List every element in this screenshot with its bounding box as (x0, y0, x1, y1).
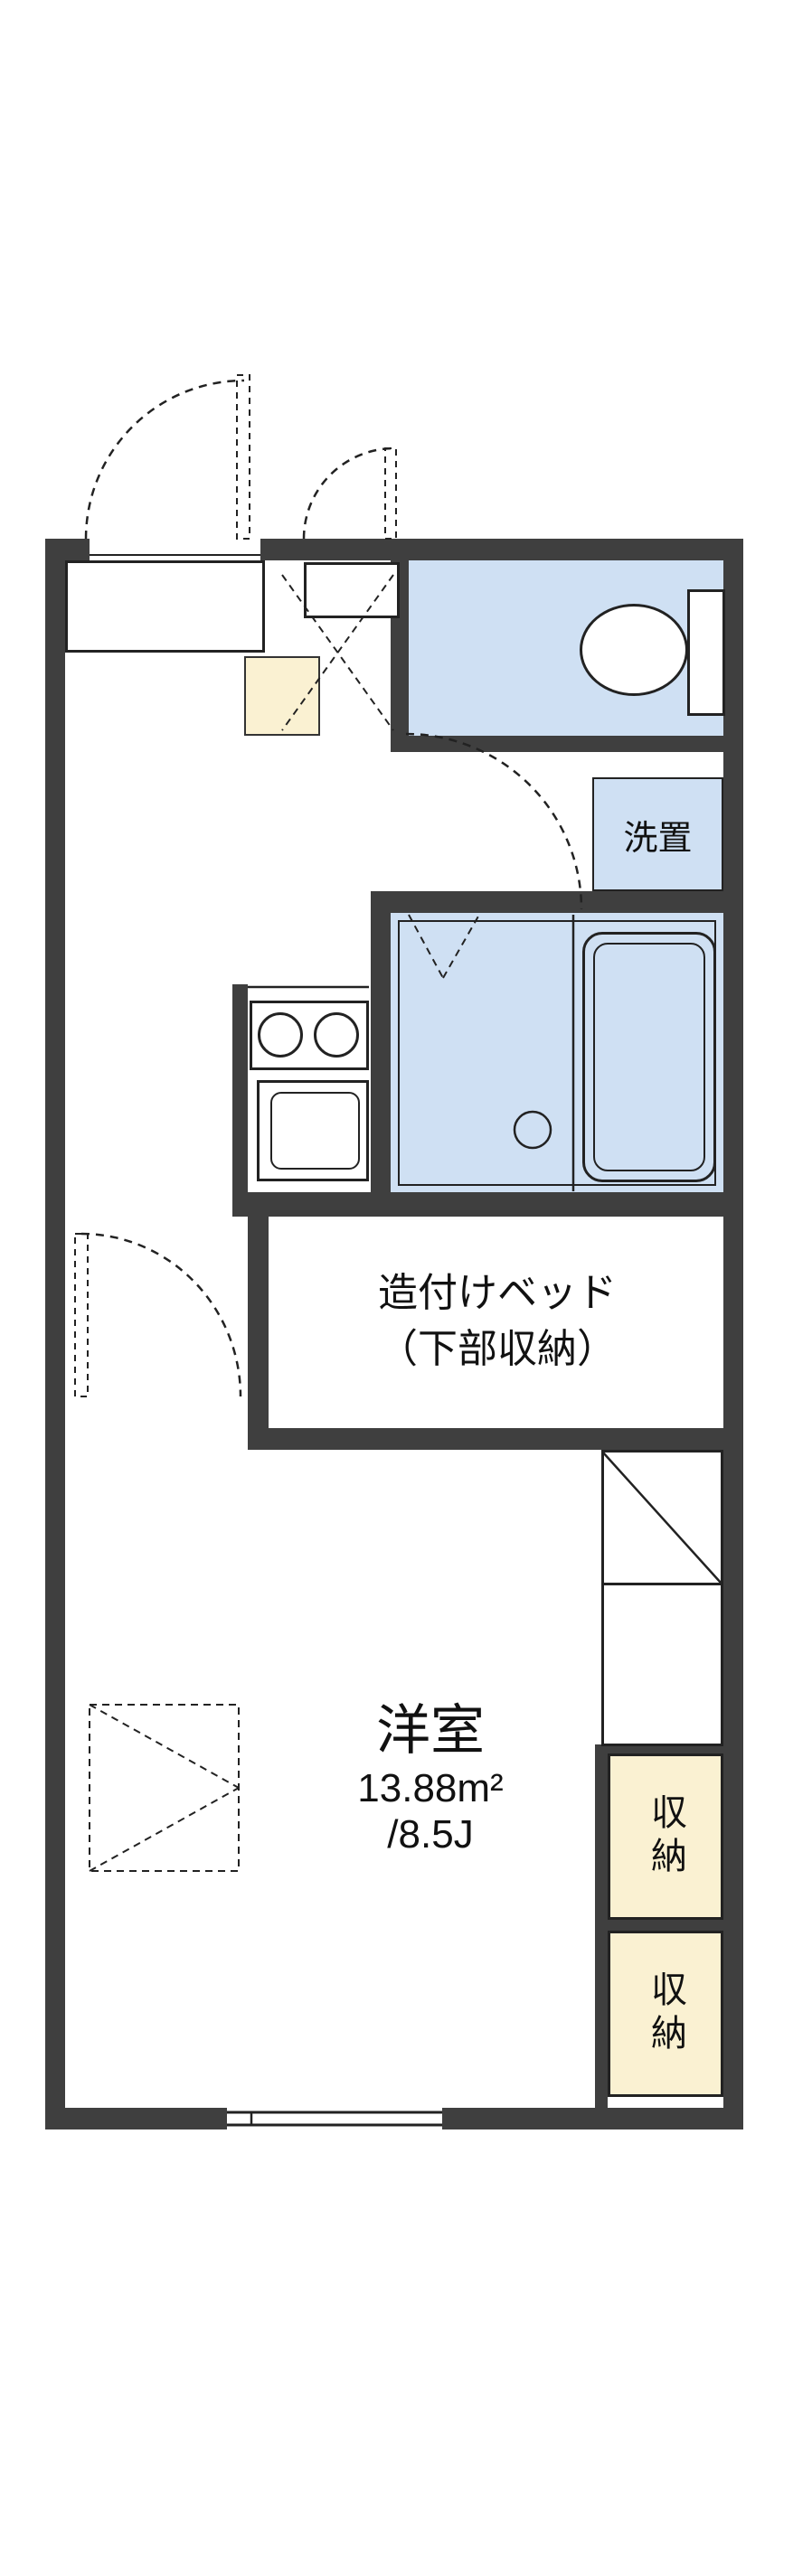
pipe-space-box (304, 562, 400, 618)
dashed-placement-diag-2 (89, 1787, 240, 1872)
bathtub (582, 932, 716, 1182)
wall-left (45, 539, 65, 2129)
dashed-placement-diag-1 (89, 1704, 240, 1789)
entrance-door-arc (84, 379, 245, 540)
stove-burner-left (258, 1012, 303, 1058)
small-door-leaf (384, 447, 397, 540)
wall-bottom-right (442, 2108, 743, 2129)
wall-storage-top (595, 1744, 723, 1753)
bed-room-label: 造付けベッド （下部収納） (271, 1265, 723, 1377)
wall-bed-left (248, 1217, 269, 1450)
wall-under-toilet (391, 736, 743, 752)
wall-bottom-left (45, 2108, 227, 2129)
dashed-placement-box (89, 1704, 240, 1872)
small-door-arc (302, 447, 395, 540)
storage-upper: 収納 (608, 1753, 723, 1920)
stove-burner-right (314, 1012, 359, 1058)
main-room-label: 洋室 13.88m² /8.5J (295, 1701, 566, 1857)
room-jo: /8.5J (387, 1811, 474, 1857)
wall-top-left (45, 539, 90, 560)
entrance-door-leaf (236, 374, 250, 540)
wall-bath-left (371, 891, 391, 1217)
wall-bath-top (371, 891, 743, 913)
storage-upper-label: 収納 (646, 1793, 685, 1880)
closet-tall (601, 1450, 723, 1746)
room-name: 洋室 (376, 1700, 485, 1761)
room-area: 13.88m² (357, 1766, 504, 1810)
wall-top-main (260, 539, 743, 560)
toilet-bowl (580, 604, 688, 696)
laundry-space: 洗置 (592, 777, 723, 891)
wall-bed-bottom (248, 1428, 743, 1450)
laundry-label: 洗置 (623, 819, 693, 858)
storage-lower: 収納 (608, 1931, 723, 2097)
storage-lower-label: 収納 (646, 1970, 685, 2057)
washroom-door-arc (405, 732, 583, 910)
closet-tall-divider (601, 1583, 723, 1585)
sink-basin (270, 1092, 360, 1170)
wall-storage-mid (595, 1920, 723, 1931)
toilet-tank (687, 589, 725, 716)
bathtub-inner (593, 943, 705, 1171)
wall-kitchen-left (232, 984, 248, 1217)
genkan-step (244, 656, 320, 736)
bed-label-line2: （下部収納） (378, 1326, 617, 1371)
bed-label-line1: 造付けベッド (378, 1271, 617, 1315)
wall-right (723, 539, 743, 2129)
genkan-outline (65, 560, 265, 653)
wall-bed-top (232, 1192, 743, 1217)
corridor-door-arc (80, 1232, 242, 1397)
corridor-door-leaf (74, 1233, 89, 1397)
